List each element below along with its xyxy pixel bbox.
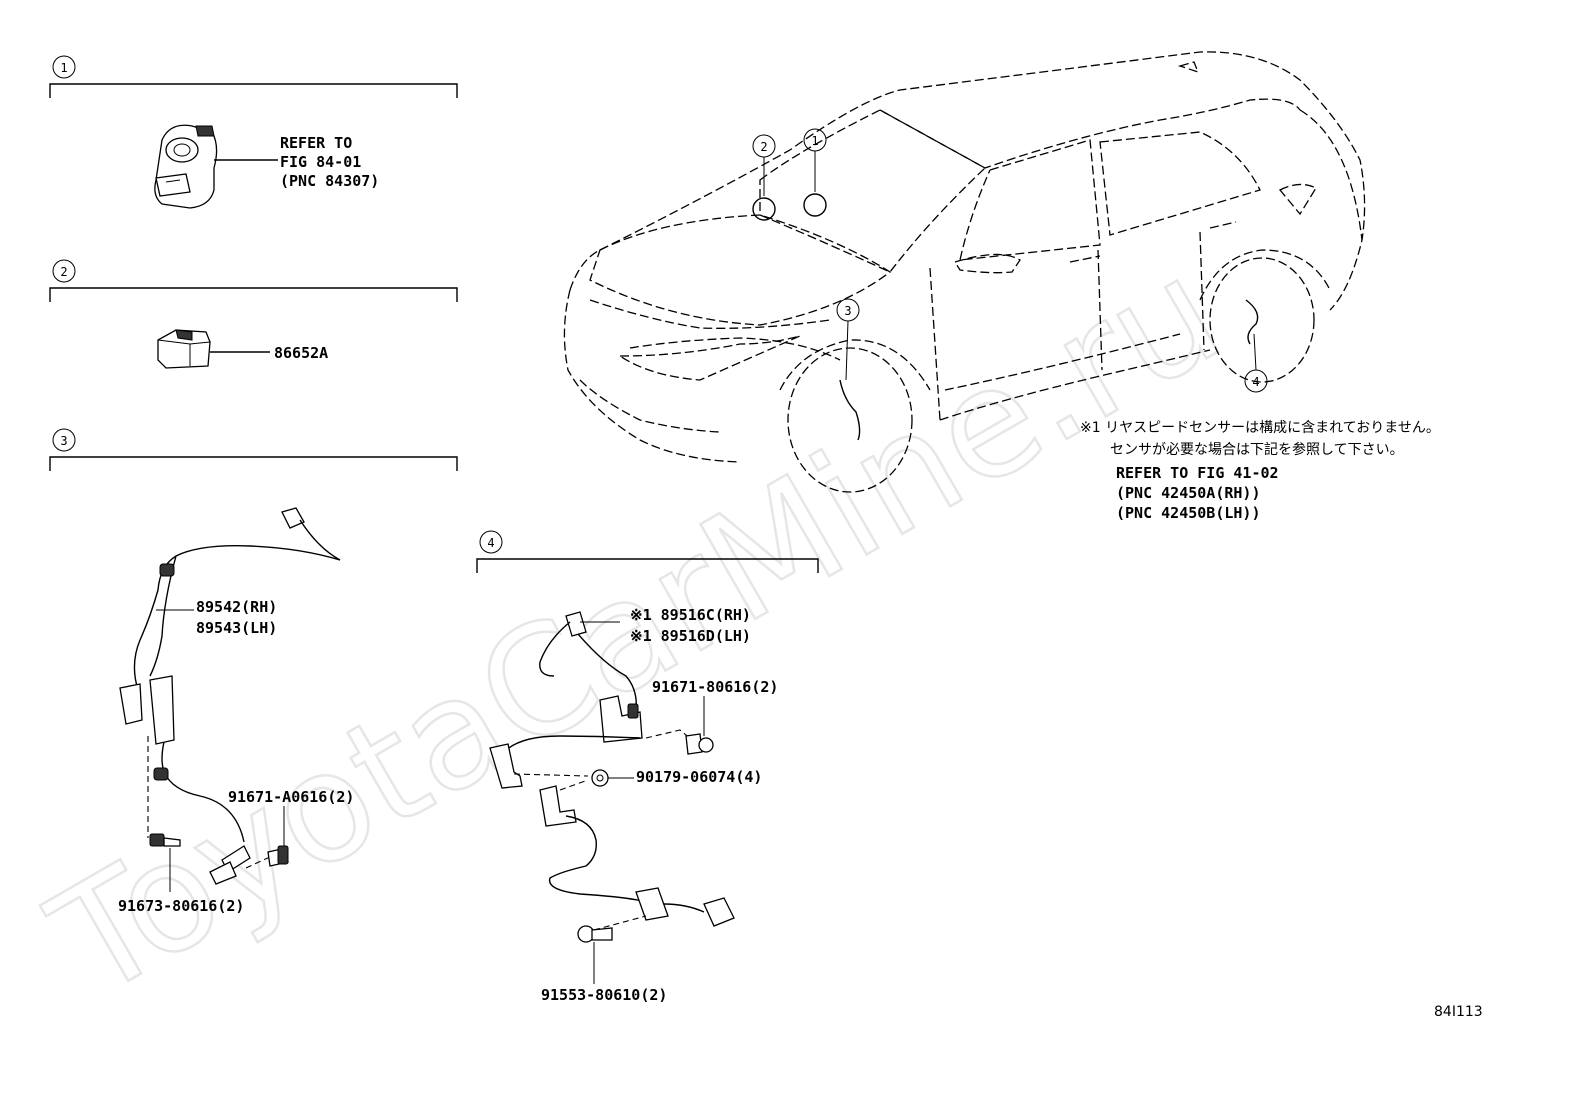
section-4-number: 4: [487, 536, 494, 550]
section-2: 2 86652A: [49, 259, 458, 369]
part-label-91673: 91673-80616(2): [118, 897, 244, 915]
car-callout-4-label: 4: [1252, 375, 1259, 389]
car-callout-2-label: 2: [760, 140, 767, 154]
section-2-number: 2: [60, 265, 67, 279]
section-4-badge: [479, 530, 503, 554]
front-sensor-wire: [839, 379, 861, 441]
part-label-89516c: ※1 89516C(RH): [630, 606, 751, 624]
bolt-91673[interactable]: [149, 833, 181, 847]
section-3-number: 3: [60, 434, 67, 448]
note-line-4: (PNC 42450A(RH)): [1116, 484, 1261, 502]
note-block: ※1 リヤスピードセンサーは構成に含まれておりません。 センサが必要な場合は下記…: [1080, 420, 1440, 522]
section-2-bracket: [49, 287, 458, 302]
note-line-5: (PNC 42450B(LH)): [1116, 504, 1261, 522]
part-label-89516d: ※1 89516D(LH): [630, 627, 751, 645]
car-callout-3-label: 3: [844, 304, 851, 318]
section-1-bracket: [49, 83, 458, 98]
section-1-number: 1: [60, 61, 67, 75]
section-3-bracket: [49, 456, 458, 471]
rear-speed-sensor-harness[interactable]: [489, 611, 735, 943]
bolt-91671-80616[interactable]: [685, 733, 714, 755]
note-line-1: ※1 リヤスピードセンサーは構成に含まれておりません。: [1080, 420, 1440, 436]
part-label-91553: 91553-80610(2): [541, 986, 667, 1004]
refer-label-1: REFER TO: [280, 134, 352, 152]
section-4-bracket: [476, 558, 819, 573]
location-marker-1: [803, 193, 827, 217]
section-2-badge: [52, 259, 76, 283]
note-line-2: センサが必要な場合は下記を参照して下さい。: [1110, 441, 1404, 458]
front-speed-sensor-harness[interactable]: [119, 507, 341, 885]
spiral-cable-part[interactable]: [154, 124, 218, 209]
section-4: 4: [476, 530, 819, 1004]
vehicle-outline: [563, 51, 1366, 493]
part-label-90179: 90179-06074(4): [636, 768, 762, 786]
rear-sensor-wire: [1245, 299, 1259, 345]
note-line-3: REFER TO FIG 41-02: [1116, 464, 1279, 482]
part-label-91671-a0616: 91671-A0616(2): [228, 788, 354, 806]
car-callout-1-label: 1: [811, 134, 818, 148]
section-1-badge: [52, 55, 76, 79]
section-3-badge: [52, 428, 76, 452]
bolt-91553[interactable]: [577, 925, 613, 943]
part-label-89543: 89543(LH): [196, 619, 277, 637]
figure-code: 84I113: [1434, 1004, 1483, 1020]
sensor-part-86652a[interactable]: [157, 329, 211, 369]
section-3: 3: [49, 428, 458, 915]
car-callouts: 1 2 3 4: [752, 128, 1268, 393]
part-label-91671-80616: 91671-80616(2): [652, 678, 778, 696]
nut-90179[interactable]: [591, 769, 609, 787]
section-1: 1 REFER TO FIG 84-01 (PNC 84307): [49, 55, 458, 209]
part-label-86652a: 86652A: [274, 344, 328, 362]
part-label-89542: 89542(RH): [196, 598, 277, 616]
refer-label-2: FIG 84-01: [280, 153, 361, 171]
bolt-91671-a0616[interactable]: [267, 845, 289, 867]
refer-label-3: (PNC 84307): [280, 172, 379, 190]
location-marker-2: [752, 197, 776, 221]
